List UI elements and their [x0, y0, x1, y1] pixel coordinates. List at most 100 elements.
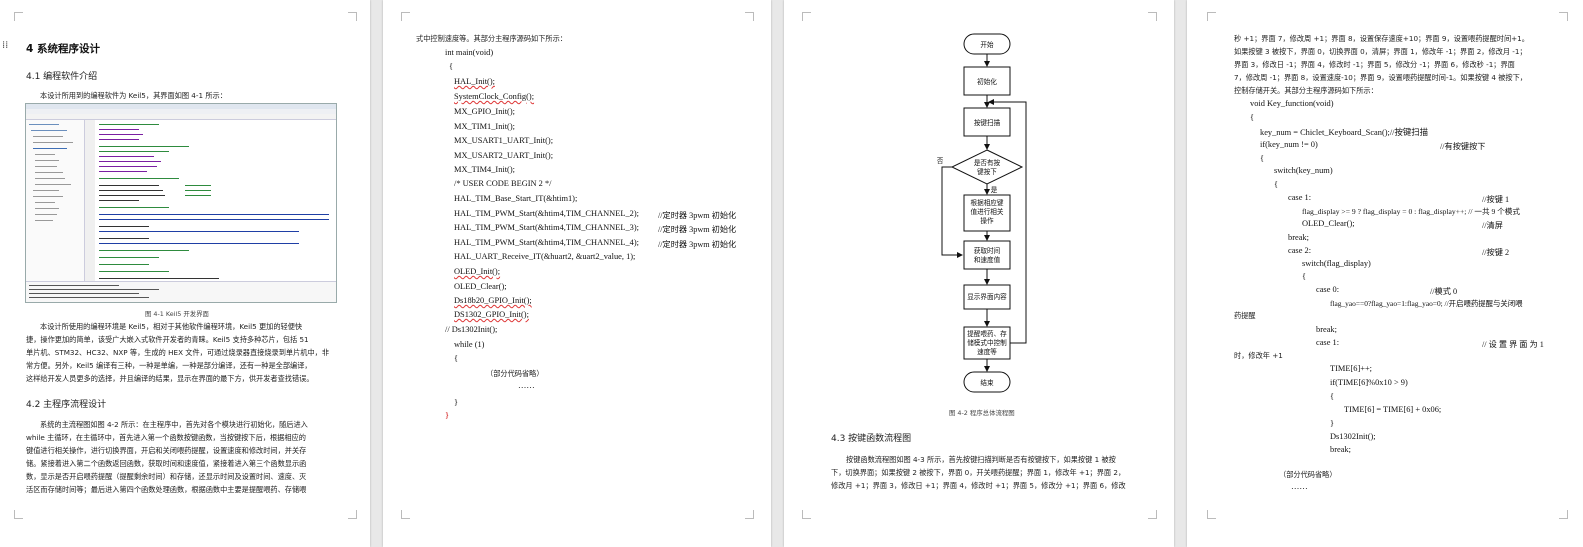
code-line: …… [1291, 482, 1308, 491]
flow-decision-label: 键按下 [977, 167, 997, 176]
paragraph-line: 储。紧接着进入第二个函数返回函数，获取时间和速度值，紧接着进入第三个函数显示函 [26, 459, 307, 468]
paragraph-line: 如果按键 3 被按下，界面 0，切换界面 0，清屏；界面 1，修改年 -1；界面… [1234, 47, 1527, 56]
code-line: flag_display >= 9 ? flag_display = 0 : f… [1302, 207, 1520, 216]
code-comment: //定时器 3pwm 初始化 [658, 225, 737, 234]
code-line: int main(void) [445, 48, 494, 57]
figure-caption: 图 4-2 程序总体流程图 [949, 409, 1015, 417]
page-corner-mark [401, 510, 410, 519]
code-line: MX_TIM1_Init(); [454, 122, 515, 131]
code-line: if(key_num != 0) [1260, 140, 1318, 149]
code-line: { [1330, 392, 1335, 401]
page-corner-mark [14, 12, 23, 21]
flow-remind-label: 提醒喂药、存 [967, 329, 1007, 338]
code-line: { [449, 62, 454, 71]
code-line: 时，修改年 +1 [1234, 351, 1283, 360]
paragraph-line: 这样给开发人员更多的选择，并且编译的结果，显示在界面的最下方，供开发者查找错误。 [26, 374, 314, 383]
paragraph-line: 键值进行相关操作，进行切换界面，开启和关闭喂药提醒，设置速度和修改时间，并关存 [26, 446, 307, 455]
code-comment: //按键 1 [1482, 195, 1510, 204]
code-line: } [454, 398, 459, 407]
code-line: // Ds1302Init(); [445, 325, 498, 334]
page-corner-mark [14, 510, 23, 519]
flow-end-label: 结束 [980, 378, 994, 387]
paragraph-line: 系统的主流程图如图 4-2 所示：在主程序中，首先对各个模块进行初始化，随后进入 [40, 420, 308, 429]
flow-gettime-label: 和速度值 [974, 255, 1001, 264]
code-line: HAL_TIM_PWM_Start(&htim4,TIM_CHANNEL_4); [454, 238, 639, 247]
code-omitted-note: （部分代码省略） [1279, 470, 1337, 479]
code-comment: //按键 2 [1482, 248, 1510, 257]
code-line: 药提醒 [1234, 311, 1256, 320]
subsection-heading: 4.2 主程序流程设计 [26, 400, 107, 410]
code-comment: //定时器 3pwm 初始化 [658, 211, 737, 220]
paragraph-line: 常方便。另外，Keil5 编译有三种，一种是单编，一种是部分编译，还有一种是全部… [26, 361, 312, 370]
ide-code-editor [85, 120, 336, 282]
flow-yes-label: 是 [991, 186, 998, 194]
code-comment: //模式 0 [1430, 287, 1458, 296]
code-line: switch(flag_display) [1302, 259, 1371, 268]
code-line: while (1) [454, 340, 485, 349]
paragraph-line: 数，显示是否开启喂药提醒（提醒剩余时间）和存储，还显示时间及设置时间、速度、灭 [26, 472, 307, 481]
paragraph-line: 控制存储开关。其部分主程序源码如下所示： [1234, 86, 1378, 95]
code-line: Ds18b20_GPIO_Init(); [454, 296, 532, 305]
code-comment: //定时器 3pwm 初始化 [658, 240, 737, 249]
flow-start-label: 开始 [980, 40, 994, 49]
code-line: OLED_Clear(); [454, 282, 507, 291]
page-corner-mark [1207, 510, 1216, 519]
code-line: switch(key_num) [1274, 166, 1333, 175]
paragraph-line: 捷，操作更加的简单，该受广大嵌入式软件开发者的青睐。Keil5 支持多种芯片，包… [26, 335, 309, 344]
code-line: case 0: [1316, 285, 1340, 294]
flow-decision-label: 是否有按 [974, 158, 1001, 167]
code-line: HAL_TIM_PWM_Start(&htim4,TIM_CHANNEL_3); [454, 223, 639, 232]
page-corner-mark [745, 510, 754, 519]
code-line: HAL_UART_Receive_IT(&huart2, &uart2_valu… [454, 252, 636, 261]
flow-end-node [963, 371, 1011, 393]
code-line: TIME[6] = TIME[6] + 0x06; [1344, 405, 1442, 414]
page-corner-mark [1148, 12, 1157, 21]
paragraph-line: 下，切换界面；如果按键 2 被按下，界面 0，开关喂药提醒；界面 1，修改年 +… [831, 468, 1126, 477]
program-flowchart: 开始 初始化 按键扫描 是否有按 键按下 否 是 根据相应键 值进行相关 操作 … [937, 33, 1027, 393]
figure-caption: 图 4-1 Keil5 开发界面 [145, 310, 209, 318]
code-omitted-note: （部分代码省略） [486, 369, 544, 378]
paragraph-line: while 主循环，在主循环中，首先进入第一个函数按键函数，当按键按下后，根据相… [26, 433, 306, 442]
code-line: OLED_Clear(); [1302, 219, 1355, 228]
document-page-1: ⁞⁞ 4 系统程序设计 4.1 编程软件介绍 本设计所用到的编程软件为 Keil… [0, 0, 370, 547]
flow-scan-label: 按键扫描 [974, 118, 1001, 127]
page-corner-mark [348, 510, 357, 519]
code-line: HAL_Init(); [454, 77, 495, 86]
code-line: break; [1288, 233, 1309, 242]
paragraph-line: 7，修改周 -1；界面 8，设置速度-10；界面 9，设置喂药提醒时间-1。如果… [1234, 73, 1527, 82]
page-corner-mark [1207, 12, 1216, 21]
code-line: if(TIME[6]%0x10 > 9) [1330, 378, 1408, 387]
code-line: flag_yao==0?flag_yao=1:flag_yao=0; //开启喂… [1330, 299, 1523, 308]
code-line: { [1250, 113, 1255, 122]
document-page-4: 秒 +1；界面 7，修改周 +1；界面 8，设置保存速度+10；界面 9，设置喂… [1187, 0, 1583, 547]
code-line: HAL_TIM_Base_Start_IT(&htim1); [454, 194, 578, 203]
code-line: MX_GPIO_Init(); [454, 107, 515, 116]
subsection-heading: 4.1 编程软件介绍 [26, 72, 98, 82]
ide-project-tree [26, 120, 85, 282]
flow-remind-label: 储模式中控制 [967, 338, 1007, 347]
paragraph-line: 单片机、STM32、HC32、NXP 等，生成的 HEX 文件，可通过烧录器直接… [26, 348, 330, 357]
code-line: { [1260, 154, 1265, 163]
document-page-2: 式中控制速度等。其部分主程序源码如下所示： int main(void) { H… [383, 0, 771, 547]
code-line: DS1302_GPIO_Init(); [454, 310, 529, 319]
code-line: break; [1330, 445, 1351, 454]
flow-handle-label: 操作 [980, 216, 994, 225]
move-handle-icon[interactable]: ⁞⁞ [2, 40, 9, 51]
code-line: MX_USART1_UART_Init(); [454, 136, 554, 145]
code-line: TIME[6]++; [1330, 364, 1373, 373]
paragraph: 本设计所用到的编程软件为 Keil5，其界面如图 4-1 所示： [40, 91, 227, 100]
paragraph-line: 按键函数流程图如图 4-3 所示，首先按键扫描判断是否有按键按下，如果按键 1 … [846, 455, 1116, 464]
ide-build-output [26, 281, 336, 302]
flow-decision-node [950, 149, 1024, 185]
paragraph-line: 本设计所使用的编程环境是 Keil5，相对于其他软件编程环境，Keil5 更加的… [40, 322, 303, 331]
code-line: case 1: [1316, 338, 1340, 347]
flow-display-label: 显示界面内容 [967, 292, 1007, 301]
paragraph: 式中控制速度等。其部分主程序源码如下所示： [416, 34, 567, 43]
section-heading: 4 系统程序设计 [26, 43, 100, 55]
flow-init-label: 初始化 [977, 77, 997, 86]
code-line: } [445, 411, 450, 420]
code-line: } [1330, 419, 1335, 428]
code-line: MX_USART2_UART_Init(); [454, 151, 554, 160]
keil5-ide-screenshot [25, 103, 337, 303]
flow-handle-label: 根据相应键 [971, 198, 1004, 207]
